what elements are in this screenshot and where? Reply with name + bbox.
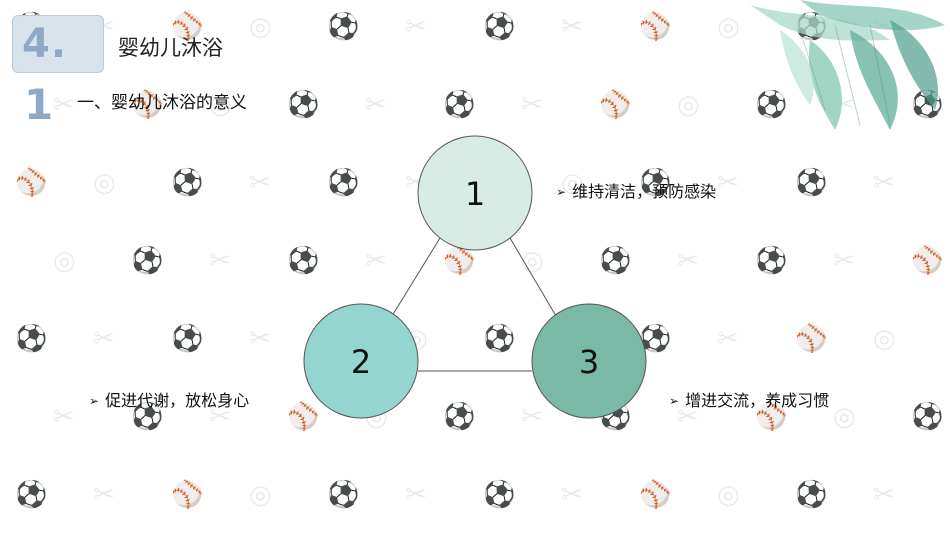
pattern-doodle-icon: ⚾ (910, 244, 943, 276)
pattern-doodle-icon: ⚾ (286, 400, 319, 432)
bullet-text-2: 促进代谢，放松身心 (105, 391, 250, 410)
pattern-doodle-icon: ⚽ (326, 167, 359, 198)
pattern-doodle-icon: ⚽ (482, 323, 515, 354)
pattern-doodle-icon: ✂ (405, 12, 427, 42)
circle-label-3: 3 (579, 343, 599, 381)
section-number: 4. (22, 21, 68, 67)
pattern-doodle-icon: ◎ (561, 168, 584, 198)
pattern-doodle-icon: ✂ (561, 480, 583, 510)
bullet-text-3: 增进交流，养成习惯 (685, 391, 830, 410)
pattern-doodle-icon: ⚾ (170, 478, 203, 510)
arrow-bullet-icon: ➢ (669, 394, 680, 408)
pattern-doodle-icon: ⚽ (794, 479, 827, 510)
pattern-doodle-icon: ⚾ (794, 322, 827, 354)
pattern-doodle-icon: ◎ (249, 12, 272, 42)
arrow-bullet-icon: ➢ (556, 185, 567, 199)
pattern-doodle-icon: ⚽ (794, 167, 827, 198)
pattern-doodle-icon: ⚾ (170, 10, 203, 42)
pattern-doodle-icon: ⚽ (286, 89, 319, 120)
connector-1-2 (391, 237, 441, 317)
pattern-doodle-icon: ⚽ (14, 479, 47, 510)
pattern-doodle-icon: ✂ (873, 480, 895, 510)
bullet-item-3: ➢ 增进交流，养成习惯 (669, 387, 829, 411)
circle-label-1: 1 (465, 175, 485, 213)
pattern-doodle-icon: ⚽ (442, 401, 475, 432)
pattern-doodle-icon: ✂ (677, 246, 699, 276)
connector-1-3 (509, 237, 557, 317)
pattern-doodle-icon: ⚾ (14, 166, 47, 198)
pattern-doodle-icon: ✂ (521, 90, 543, 120)
pattern-doodle-icon: ⚽ (130, 401, 163, 432)
pattern-doodle-icon: ✂ (249, 168, 271, 198)
pattern-doodle-icon: ✂ (677, 402, 699, 432)
pattern-doodle-icon: ✂ (53, 402, 75, 432)
pattern-doodle-icon: ✂ (249, 324, 271, 354)
pattern-doodle-icon: ⚾ (638, 10, 671, 42)
bullet-item-2: ➢ 促进代谢，放松身心 (89, 387, 249, 411)
pattern-doodle-icon: ✂ (93, 324, 115, 354)
pattern-doodle-icon: ◎ (249, 480, 272, 510)
pattern-doodle-icon: ◎ (717, 480, 740, 510)
pattern-doodle-icon: ⚽ (170, 323, 203, 354)
leaf-decoration (750, 0, 945, 130)
pattern-doodle-icon: ⚽ (598, 245, 631, 276)
pattern-doodle-icon: ⚽ (130, 245, 163, 276)
pattern-doodle-icon: ⚾ (638, 478, 671, 510)
pattern-doodle-icon: ◎ (93, 168, 116, 198)
circle-node-2 (303, 303, 419, 419)
pattern-doodle-icon: ◎ (53, 246, 76, 276)
pattern-doodle-icon: ✂ (93, 480, 115, 510)
pattern-doodle-icon: ⚽ (910, 401, 943, 432)
pattern-doodle-icon: ◎ (717, 12, 740, 42)
pattern-doodle-icon: ✂ (873, 168, 895, 198)
pattern-doodle-icon: ◎ (833, 402, 856, 432)
pattern-doodle-icon: ✂ (365, 90, 387, 120)
pattern-doodle-icon: ⚾ (130, 88, 163, 120)
pattern-doodle-icon: ⚾ (754, 400, 787, 432)
pattern-doodle-icon: ◎ (209, 90, 232, 120)
pattern-doodle-icon: ◎ (677, 90, 700, 120)
pattern-doodle-icon: ⚽ (482, 11, 515, 42)
pattern-doodle-icon: ⚽ (754, 245, 787, 276)
pattern-doodle-icon: ⚽ (482, 479, 515, 510)
pattern-doodle-icon: ⚽ (326, 11, 359, 42)
pattern-doodle-icon: ⚽ (326, 479, 359, 510)
pattern-doodle-icon: ⚽ (754, 89, 787, 120)
pattern-doodle-icon: ⚽ (286, 245, 319, 276)
pattern-doodle-icon: ✂ (717, 324, 739, 354)
arrow-bullet-icon: ➢ (89, 394, 100, 408)
pattern-doodle-icon: ⚽ (638, 167, 671, 198)
pattern-doodle-icon: ✂ (405, 480, 427, 510)
pattern-doodle-icon: ✂ (833, 246, 855, 276)
bullet-item-1: ➢ 维持清洁，预防感染 (556, 178, 716, 202)
sub-number: 1 (24, 80, 54, 129)
pattern-doodle-icon: ✂ (717, 168, 739, 198)
section-number-badge (12, 15, 104, 73)
pattern-doodle-icon: ◎ (873, 324, 896, 354)
pattern-doodle-icon: ✂ (209, 402, 231, 432)
pattern-doodle-icon: ⚽ (14, 323, 47, 354)
pattern-doodle-icon: ◎ (521, 246, 544, 276)
bullet-text-1: 维持清洁，预防感染 (572, 182, 717, 201)
pattern-doodle-icon: ✂ (365, 246, 387, 276)
pattern-doodle-icon: ✂ (521, 402, 543, 432)
circle-label-2: 2 (351, 343, 371, 381)
pattern-doodle-icon: ✂ (561, 12, 583, 42)
slide-title: 婴幼儿沐浴 (118, 36, 223, 60)
slide-subtitle: 一、婴幼儿沐浴的意义 (77, 93, 247, 113)
pattern-doodle-icon: ⚽ (170, 167, 203, 198)
pattern-doodle-icon: ⚾ (598, 88, 631, 120)
circle-node-3 (531, 303, 647, 419)
pattern-doodle-icon: ✂ (209, 246, 231, 276)
pattern-doodle-icon: ⚽ (442, 89, 475, 120)
pattern-doodle-icon: ✂ (53, 90, 75, 120)
circle-node-1 (417, 135, 533, 251)
